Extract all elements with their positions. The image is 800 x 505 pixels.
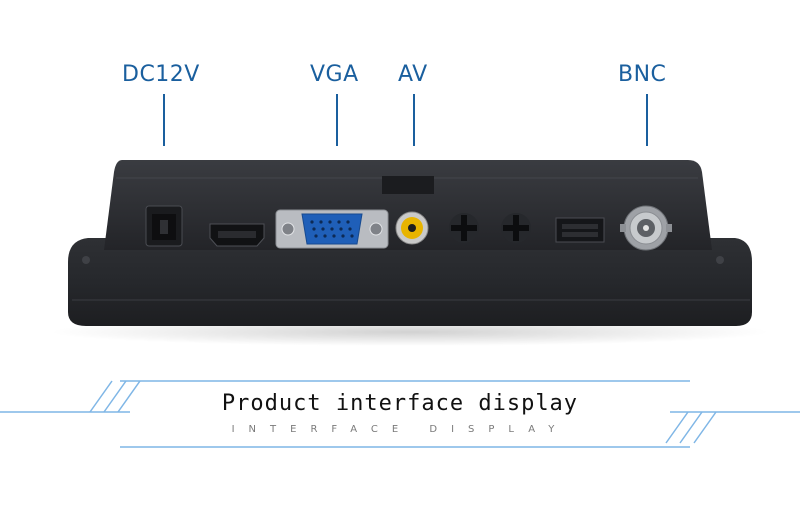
leader-line-vga: [336, 94, 338, 146]
label-bnc: BNC: [618, 62, 667, 87]
caption-subtitle: INTERFACE DISPLAY: [231, 424, 569, 435]
bnc-connector-icon: [620, 205, 672, 251]
label-av: AV: [398, 62, 428, 87]
label-dc12v: DC12V: [122, 62, 200, 87]
leader-line-av: [413, 94, 415, 146]
leader-line-dc12v: [163, 94, 165, 146]
dc-jack-icon: [145, 205, 183, 247]
caption-title: Product interface display: [221, 391, 579, 416]
rca-av-jack-icon: [395, 211, 429, 245]
usb-port-icon: [555, 217, 605, 243]
vga-port-icon: [275, 209, 389, 249]
hdmi-port-icon: [209, 223, 265, 247]
label-vga: VGA: [310, 62, 359, 87]
speaker-grille-icon: [449, 213, 531, 243]
leader-line-bnc: [646, 94, 648, 146]
